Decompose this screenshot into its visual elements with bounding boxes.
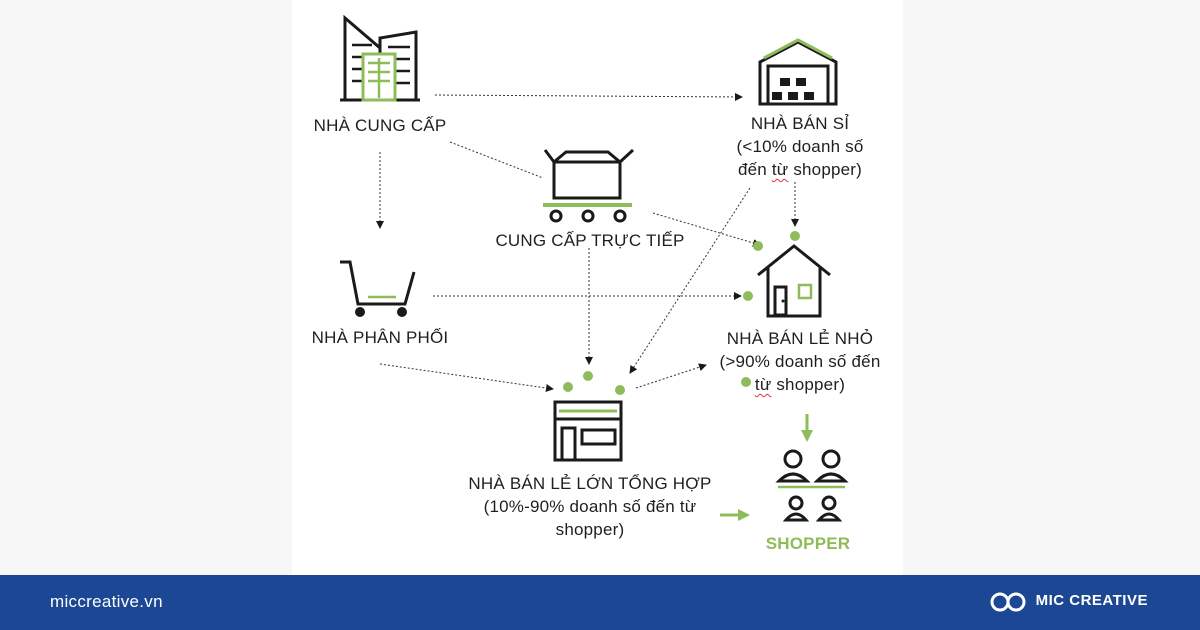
wholesaler-label: NHÀ BÁN SỈ (<10% doanh số đến từ shopper…: [736, 114, 864, 179]
right-margin: [903, 0, 1200, 575]
site-link[interactable]: miccreative.vn: [50, 592, 163, 611]
brand-name: MIC CREATIVE: [1035, 592, 1148, 609]
edge-direct-small: [652, 212, 761, 247]
big-retailer-label: NHÀ BÁN LẺ LỚN TỔNG HỢP (10%-90% doanh s…: [468, 474, 712, 539]
green-dots: [563, 231, 800, 395]
shopping-cart-icon: [340, 260, 416, 317]
buildings-icon: [340, 14, 420, 102]
left-margin: [0, 0, 292, 575]
warehouse-icon: [758, 38, 838, 106]
store-icon: [553, 400, 623, 462]
edge-supplier-wholesaler: [434, 92, 743, 101]
supplier-label: NHÀ CUNG CẤP: [313, 116, 447, 135]
footer-bar: miccreative.vn MIC CREATIVE: [0, 575, 1200, 630]
edge-distributor-big: [379, 363, 554, 392]
mic-logo-icon: [990, 592, 1026, 612]
small-retailer-label: NHÀ BÁN LẺ NHỎ (>90% doanh số đến từ sho…: [719, 329, 881, 394]
edge-supplier-direct: [449, 141, 544, 179]
people-icon: [775, 449, 849, 522]
direct-supply-label: CUNG CẤP TRỰC TIẾP: [495, 231, 685, 250]
house-icon: [757, 244, 831, 318]
shopper-label: SHOPPER: [765, 534, 851, 553]
edge-big-small: [635, 363, 707, 389]
delivery-box-icon: [543, 148, 635, 223]
edge-wholesaler-big: [629, 187, 751, 374]
distribution-diagram: [340, 14, 849, 522]
distributor-label: NHÀ PHÂN PHỐI: [311, 328, 449, 347]
